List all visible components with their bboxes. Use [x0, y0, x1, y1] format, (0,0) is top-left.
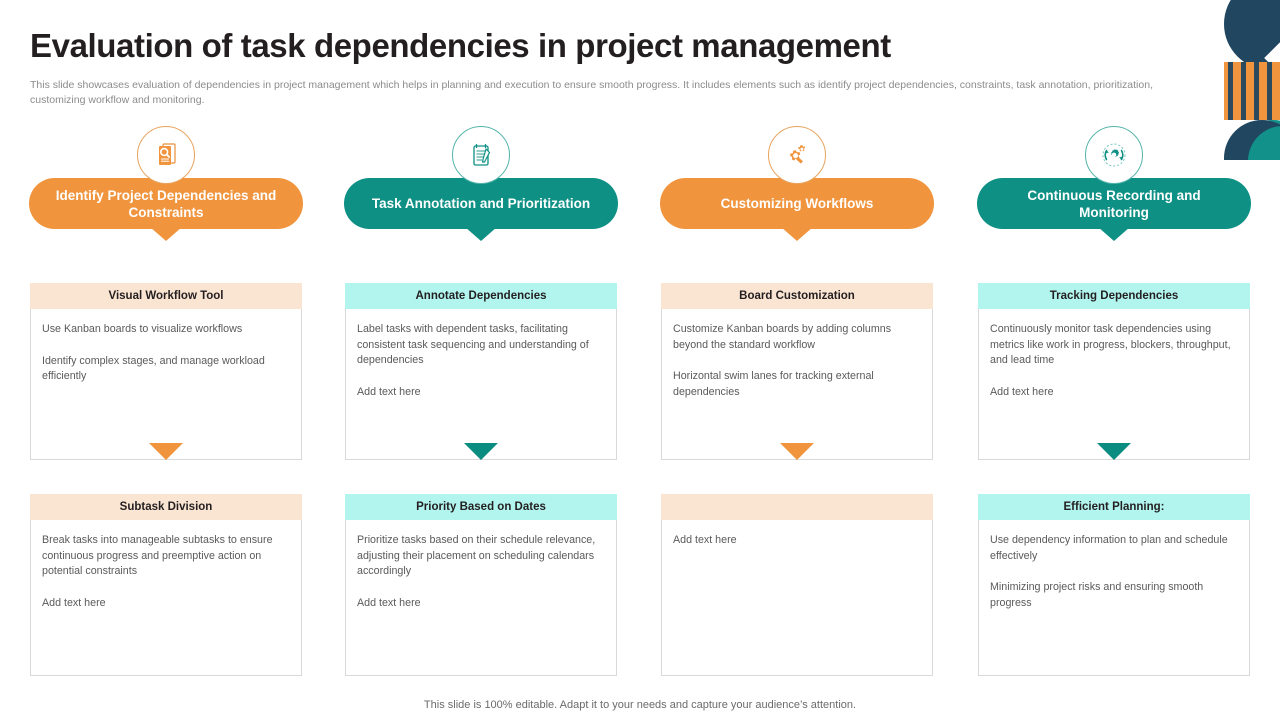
card-line: Break tasks into manageable subtasks to …: [42, 534, 273, 577]
pill-label: Identify Project Dependencies and Constr…: [55, 187, 277, 220]
card-efficient-planning[interactable]: Efficient Planning: Use dependency infor…: [978, 494, 1250, 676]
card-header: Efficient Planning:: [978, 494, 1250, 520]
pill-identify-project-dependencies[interactable]: Identify Project Dependencies and Constr…: [29, 178, 303, 229]
card-header: Visual Workflow Tool: [30, 283, 302, 309]
card-line: Add text here: [990, 385, 1054, 398]
flow-arrow-icon: [1097, 443, 1131, 460]
card-line: Add text here: [357, 385, 421, 398]
card-line: Prioritize tasks based on their schedule…: [357, 534, 596, 577]
flow-arrow-icon: [464, 443, 498, 460]
card-line: Minimizing project risks and ensuring sm…: [990, 581, 1204, 609]
card-line: Label tasks with dependent tasks, facili…: [357, 323, 589, 366]
card-body: Continuously monitor task dependencies u…: [978, 309, 1250, 460]
card-line: Use dependency information to plan and s…: [990, 534, 1228, 562]
card-line: Use Kanban boards to visualize workflows: [42, 323, 243, 335]
page-subtitle: This slide showcases evaluation of depen…: [30, 79, 1153, 106]
card-line: Continuously monitor task dependencies u…: [990, 323, 1231, 366]
pill-label: Customizing Workflows: [720, 196, 874, 211]
flow-arrow-icon: [149, 443, 183, 460]
card-header: Subtask Division: [30, 494, 302, 520]
pill-tip: [1098, 227, 1130, 241]
card-body: Use dependency information to plan and s…: [978, 520, 1250, 676]
decoration-orange-bars: [1224, 62, 1280, 120]
card-visual-workflow-tool[interactable]: Visual Workflow Tool Use Kanban boards t…: [30, 283, 302, 460]
card-body: Label tasks with dependent tasks, facili…: [345, 309, 617, 460]
card-annotate-dependencies[interactable]: Annotate Dependencies Label tasks with d…: [345, 283, 617, 460]
pill-tip: [781, 227, 813, 241]
card-header: Tracking Dependencies: [978, 283, 1250, 309]
flow-arrow-icon: [780, 443, 814, 460]
pill-task-annotation[interactable]: Task Annotation and Prioritization: [344, 178, 618, 229]
clipboard-pencil-icon: [452, 126, 510, 184]
card-line: Customize Kanban boards by adding column…: [673, 323, 892, 351]
pill-continuous-recording[interactable]: Continuous Recording and Monitoring: [977, 178, 1251, 229]
card-header: Annotate Dependencies: [345, 283, 617, 309]
page-title: Evaluation of task dependencies in proje…: [30, 27, 891, 64]
gear-refresh-icon: [1085, 126, 1143, 184]
card-body: Break tasks into manageable subtasks to …: [30, 520, 302, 676]
card-line: Horizontal swim lanes for tracking exter…: [673, 370, 874, 398]
card-line: Identify complex stages, and manage work…: [42, 354, 265, 383]
pill-customizing-workflows[interactable]: Customizing Workflows: [660, 178, 934, 229]
card-body: Prioritize tasks based on their schedule…: [345, 520, 617, 676]
card-board-customization[interactable]: Board Customization Customize Kanban boa…: [661, 283, 933, 460]
card-line: Add text here: [673, 534, 737, 546]
pill-label: Task Annotation and Prioritization: [371, 196, 591, 211]
card-body: Use Kanban boards to visualize workflows…: [30, 309, 302, 460]
document-search-icon: [137, 126, 195, 184]
card-header: [661, 494, 933, 520]
slide-footer-note: This slide is 100% editable. Adapt it to…: [423, 699, 857, 711]
card-tracking-dependencies[interactable]: Tracking Dependencies Continuously monit…: [978, 283, 1250, 460]
card-header: Priority Based on Dates: [345, 494, 617, 520]
card-body: Add text here: [661, 520, 933, 676]
card-add-text-here[interactable]: Add text here: [661, 494, 933, 676]
card-body: Customize Kanban boards by adding column…: [661, 309, 933, 460]
pill-tip: [150, 227, 182, 241]
card-subtask-division[interactable]: Subtask Division Break tasks into manage…: [30, 494, 302, 676]
pill-label: Continuous Recording and Monitoring: [1027, 187, 1201, 220]
card-header: Board Customization: [661, 283, 933, 309]
pill-tip: [465, 227, 497, 241]
card-priority-based-on-dates[interactable]: Priority Based on Dates Prioritize tasks…: [345, 494, 617, 676]
card-line: Add text here: [42, 596, 106, 609]
gears-icon: [768, 126, 826, 184]
card-line: Add text here: [357, 596, 421, 609]
corner-decoration: [1218, 0, 1280, 160]
